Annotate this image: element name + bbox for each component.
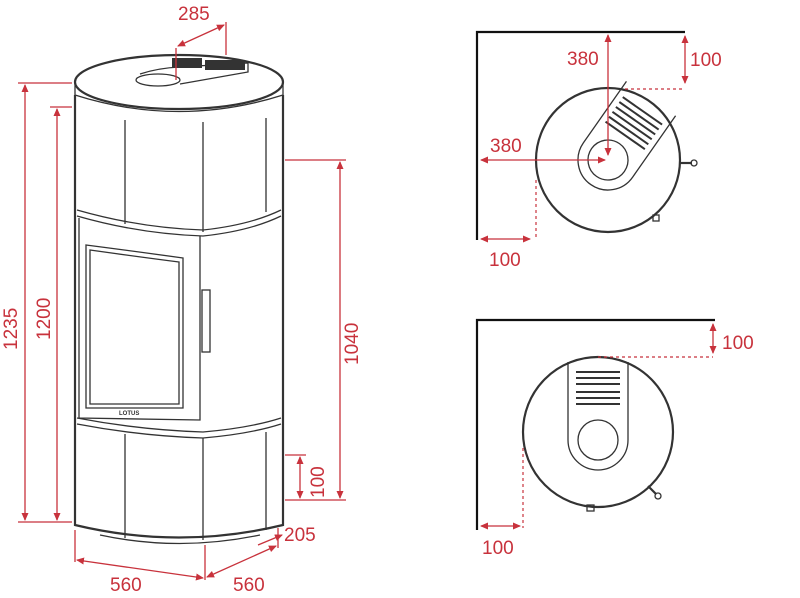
dim-back-clearance: 100 (722, 333, 754, 354)
door-handle[interactable] (201, 289, 211, 353)
stove-outline (521, 355, 675, 509)
dim-air-inlet-offset: 205 (284, 525, 316, 546)
door[interactable] (78, 218, 201, 421)
dim-flue-from-back: 380 (567, 49, 599, 70)
stove-front-view: LOTUS (73, 53, 285, 545)
flue-collar (135, 73, 181, 87)
flue-outlet (587, 139, 629, 181)
flue-outlet (577, 419, 619, 461)
wall-installation-plan: 100 100 (475, 318, 754, 559)
dim-flue-offset: 285 (178, 4, 210, 25)
stove-body (73, 95, 285, 539)
brand-logo: LOTUS (119, 411, 139, 417)
dim-rear-outlet-height: 1040 (342, 323, 363, 365)
dim-width-left: 560 (110, 575, 142, 596)
top-grille (172, 58, 202, 68)
dim-flue-from-side: 380 (490, 136, 522, 157)
dim-body-height: 1200 (34, 298, 55, 340)
front-dimensions: 285 1235 1200 1040 100 205 560 560 (1, 4, 363, 596)
dim-side-clearance: 100 (482, 538, 514, 559)
dim-back-clearance: 100 (690, 50, 722, 71)
dim-side-clearance: 100 (489, 250, 521, 271)
walls (475, 318, 715, 530)
corner-installation-plan: 380 100 380 100 (475, 30, 722, 271)
door-glass (85, 244, 184, 409)
dim-air-inlet-height: 100 (308, 466, 329, 498)
corner-walls (475, 30, 685, 240)
dim-width-right: 560 (233, 575, 265, 596)
dim-total-height: 1235 (1, 308, 22, 350)
